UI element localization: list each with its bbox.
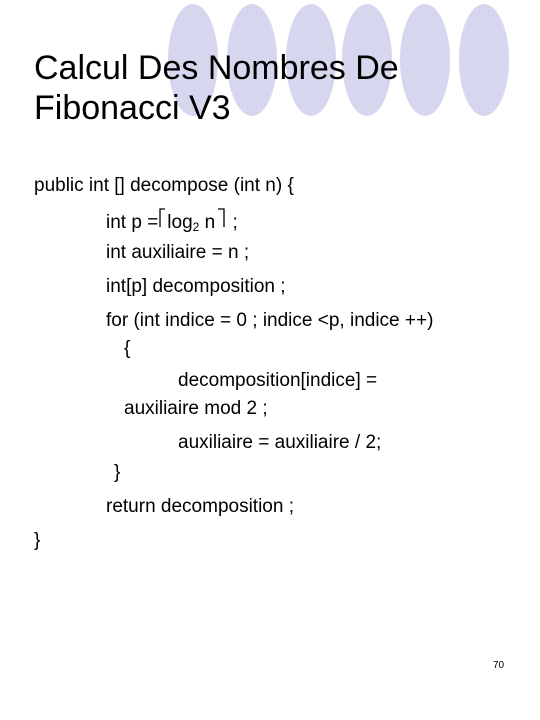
deco-circle-6 [459, 4, 509, 116]
title-line-1: Calcul Des Nombres De [34, 49, 399, 87]
code-return: return decomposition ; [106, 496, 294, 517]
p-decl-base: 2 [192, 220, 200, 234]
slide-title: Calcul Des Nombres De Fibonacci V3 [34, 48, 399, 128]
deco-circle-1 [168, 4, 218, 116]
code-close-brace: } [114, 462, 121, 483]
ceiling-close-icon [215, 208, 227, 234]
code-open-brace: { [124, 338, 131, 359]
deco-circle-5 [400, 4, 450, 116]
code-decomposition-declaration: int[p] decomposition ; [106, 276, 286, 297]
code-final-brace: } [34, 530, 41, 551]
deco-circle-4 [342, 4, 392, 116]
deco-circle-3 [286, 4, 336, 116]
p-decl-log: log [167, 212, 193, 233]
code-assign-line-2: auxiliaire mod 2 ; [124, 398, 268, 419]
code-signature: public int [] decompose (int n) { [34, 175, 294, 196]
p-decl-suffix: ; [227, 212, 238, 233]
code-p-declaration: int p = log2 n ; [106, 208, 238, 234]
deco-circle-2 [227, 4, 277, 116]
code-for-header: for (int indice = 0 ; indice <p, indice … [106, 310, 434, 331]
code-aux-declaration: int auxiliaire = n ; [106, 242, 250, 263]
code-aux-update: auxiliaire = auxiliaire / 2; [178, 432, 382, 453]
p-decl-arg: n [199, 212, 216, 233]
code-assign-line-1: decomposition[indice] = [178, 370, 378, 391]
title-line-2: Fibonacci V3 [34, 89, 231, 127]
p-decl-prefix: int p = [106, 212, 159, 233]
page-number: 70 [493, 660, 505, 671]
ceiling-open-icon [158, 208, 167, 234]
